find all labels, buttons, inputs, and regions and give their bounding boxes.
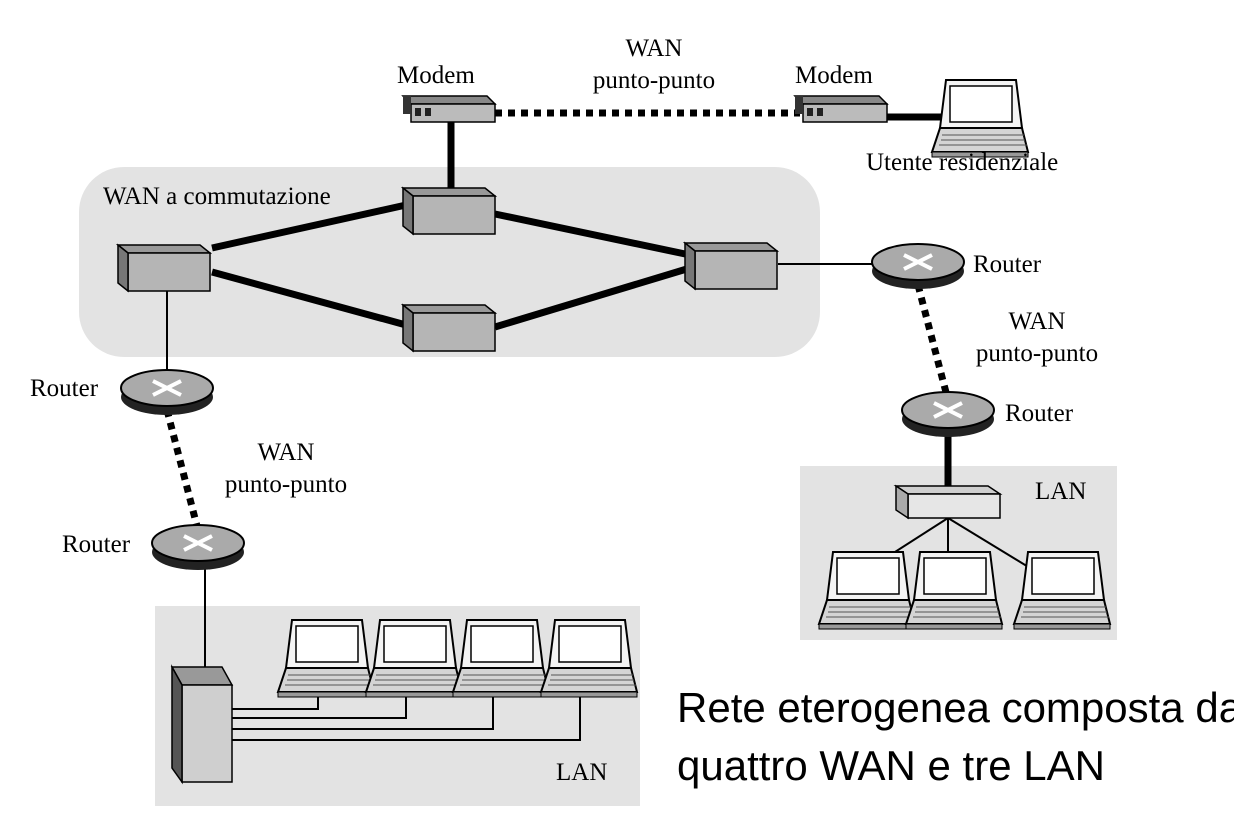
wan-top-label-line1: WAN xyxy=(626,35,683,62)
modem-right xyxy=(794,95,888,123)
lan-left-laptop-4 xyxy=(540,619,638,698)
lan-right-wire-3 xyxy=(947,517,1031,569)
trunk-1 xyxy=(211,201,407,252)
router-right-bottom xyxy=(900,390,996,439)
wan-right-label-line1: WAN xyxy=(1009,308,1066,335)
lan-left-label: LAN xyxy=(556,759,607,786)
modem-left-label: Modem xyxy=(397,62,475,89)
lan-left-wire-4 xyxy=(232,690,581,741)
trunk-4 xyxy=(493,264,692,331)
caption-line2: quattro WAN e tre LAN xyxy=(677,742,1105,789)
lan-right-laptop-2 xyxy=(905,551,1003,630)
wan-left-label-line2: punto-punto xyxy=(225,471,347,498)
router-right-top-label: Router xyxy=(973,251,1042,278)
switched-wan-label: WAN a commutazione xyxy=(103,183,331,210)
wan-left-label-line1: WAN xyxy=(258,439,315,466)
wan-right-label-line2: punto-punto xyxy=(976,340,1098,367)
lan-left-laptop-3 xyxy=(452,619,550,698)
wan-link-left xyxy=(163,409,202,531)
router-right-top xyxy=(870,242,966,291)
router-left-top xyxy=(119,368,215,417)
caption-line1: Rete eterogenea composta da xyxy=(677,684,1234,731)
lan-left-laptop-1 xyxy=(277,619,375,698)
router-left-bottom-label: Router xyxy=(62,531,131,558)
wan-link-right xyxy=(914,284,952,401)
router-left-bottom xyxy=(150,523,246,572)
wan-switch-bottom xyxy=(402,304,496,352)
wan-switch-right xyxy=(684,242,778,290)
lan-right-label: LAN xyxy=(1035,478,1086,505)
switched-wan-region xyxy=(79,167,820,357)
trunk-3 xyxy=(211,268,407,329)
lan-right-laptop-1 xyxy=(818,551,916,630)
home-user-laptop xyxy=(931,79,1029,158)
lan-left-hub xyxy=(170,664,234,785)
modem-right-label: Modem xyxy=(795,62,873,89)
wan-top-label-line2: punto-punto xyxy=(593,67,715,94)
router-right-bottom-label: Router xyxy=(1005,400,1074,427)
lan-left-wire-3 xyxy=(232,690,494,730)
trunk-2 xyxy=(494,210,691,259)
lan-left-laptop-2 xyxy=(365,619,463,698)
links xyxy=(163,109,1031,741)
wan-switch-top xyxy=(402,187,496,235)
lan-right-laptop-3 xyxy=(1013,551,1111,630)
router-left-top-label: Router xyxy=(30,375,99,402)
modem-left xyxy=(402,95,496,123)
wan-switch-left xyxy=(117,244,211,292)
lan-left-wire-2 xyxy=(232,690,407,719)
lan-right-switch xyxy=(893,484,1003,520)
home-user-label: Utente residenziale xyxy=(866,149,1058,176)
